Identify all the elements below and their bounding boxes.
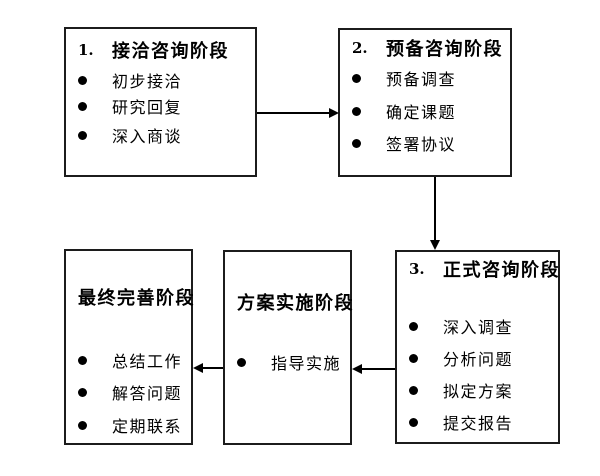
stage-title-row: 2. 预备咨询阶段 — [340, 37, 510, 60]
stage-item: 签署协议 — [386, 135, 457, 154]
stage-title: 预备咨询阶段 — [386, 39, 503, 60]
stage-item: 拟定方案 — [443, 382, 514, 401]
bullet-icon — [352, 138, 361, 148]
stage-item: 预备调查 — [386, 70, 457, 89]
list-item: 签署协议 — [340, 132, 510, 154]
stage-item: 分析问题 — [443, 350, 514, 369]
list-item: 定期联系 — [66, 414, 191, 436]
arrow-line-stage1-to-stage2 — [257, 112, 331, 114]
list-item: 初步接洽 — [66, 69, 255, 91]
list-item: 指导实施 — [225, 351, 350, 373]
stage-box-1: 1. 接洽咨询阶段 初步接洽 研究回复 深入商谈 — [64, 27, 257, 177]
bullet-icon — [237, 357, 246, 367]
stage-box-2: 2. 预备咨询阶段 预备调查 确定课题 签署协议 — [338, 28, 512, 177]
list-item: 确定课题 — [340, 100, 510, 122]
stage-title: 最终完善阶段 — [78, 288, 195, 309]
stage-title: 正式咨询阶段 — [443, 260, 560, 281]
stage-title: 方案实施阶段 — [237, 293, 354, 314]
arrow-down-icon — [430, 240, 440, 250]
stage-item: 解答问题 — [112, 384, 183, 403]
bullet-icon — [78, 75, 87, 85]
bullet-icon — [352, 106, 361, 116]
stage-title: 接洽咨询阶段 — [112, 41, 229, 62]
stage-item: 研究回复 — [112, 98, 183, 117]
bullet-icon — [78, 355, 87, 365]
list-item: 提交报告 — [397, 411, 558, 433]
stage-title-row: 3. 正式咨询阶段 — [397, 258, 560, 281]
arrow-line-stage4-to-stage5 — [202, 367, 223, 369]
stage-title-row: 1. 接洽咨询阶段 — [66, 39, 255, 62]
bullet-icon — [78, 101, 87, 111]
stage-item: 提交报告 — [443, 414, 514, 433]
stage-box-4: 方案实施阶段 指导实施 — [223, 250, 353, 445]
bullet-icon — [409, 321, 418, 331]
list-item: 分析问题 — [397, 347, 558, 369]
stage-item: 初步接洽 — [112, 72, 183, 91]
bullet-icon — [78, 420, 87, 430]
bullet-icon — [409, 385, 418, 395]
list-item: 深入商谈 — [66, 124, 255, 146]
arrow-left-icon — [193, 363, 203, 373]
list-item: 深入调查 — [397, 315, 558, 337]
arrow-line-stage2-to-stage3 — [434, 177, 436, 241]
stage-number: 3. — [409, 260, 425, 278]
stage-item: 指导实施 — [271, 354, 342, 373]
stage-title-row: 方案实施阶段 — [225, 291, 353, 314]
arrow-left-icon — [352, 364, 362, 374]
bullet-icon — [78, 387, 87, 397]
list-item: 拟定方案 — [397, 379, 558, 401]
stage-item: 定期联系 — [112, 417, 183, 436]
stage-item: 总结工作 — [112, 352, 183, 371]
stage-item: 确定课题 — [386, 103, 457, 122]
list-item: 总结工作 — [66, 349, 191, 371]
stage-number: 1. — [78, 41, 94, 59]
bullet-icon — [409, 353, 418, 363]
arrow-line-stage3-to-stage4 — [361, 368, 395, 370]
stage-box-5: 最终完善阶段 总结工作 解答问题 定期联系 — [64, 249, 194, 445]
stage-item: 深入商谈 — [112, 127, 183, 146]
stage-number: 2. — [352, 39, 368, 57]
bullet-icon — [352, 73, 361, 83]
list-item: 研究回复 — [66, 95, 255, 117]
stage-title-row: 最终完善阶段 — [66, 286, 194, 309]
arrow-right-icon — [329, 108, 339, 118]
bullet-icon — [409, 417, 418, 427]
list-item: 解答问题 — [66, 381, 191, 403]
list-item: 预备调查 — [340, 67, 510, 89]
bullet-icon — [78, 130, 87, 140]
stage-box-3: 3. 正式咨询阶段 深入调查 分析问题 拟定方案 提交报告 — [395, 250, 560, 444]
stage-item: 深入调查 — [443, 318, 514, 337]
